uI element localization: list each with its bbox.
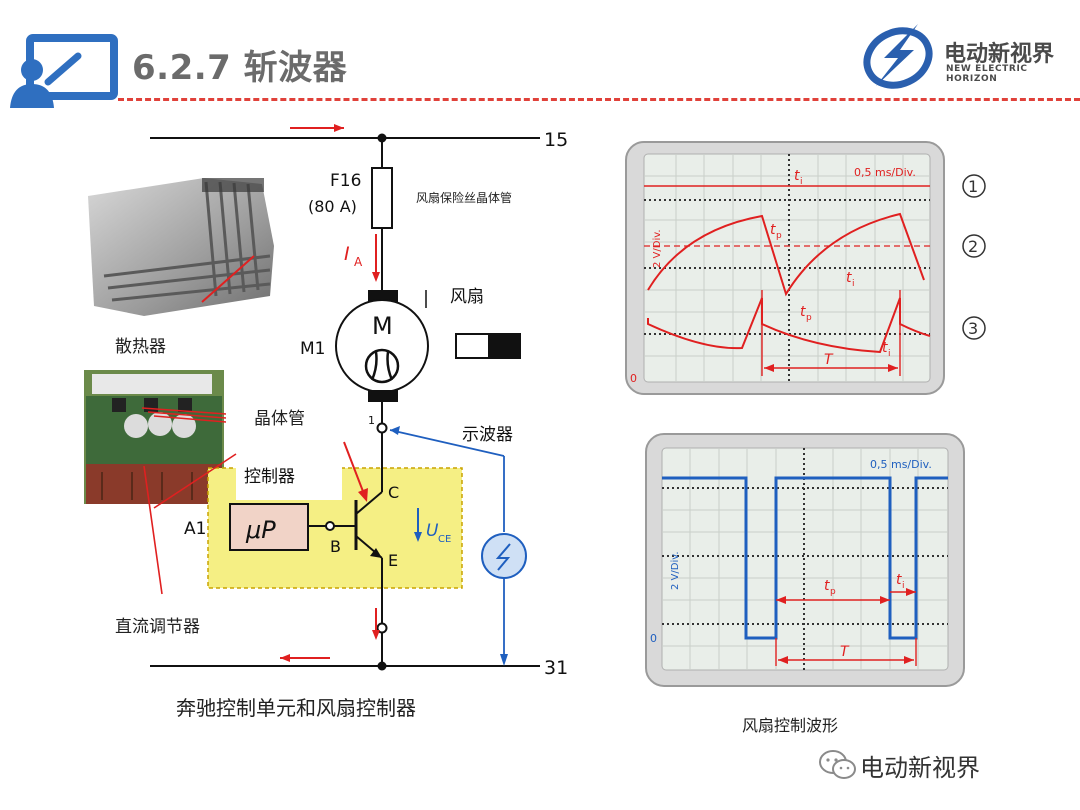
top-ti-3: t bbox=[882, 340, 888, 356]
fuse-symbol bbox=[371, 167, 393, 229]
terminal-15: 15 bbox=[544, 129, 568, 151]
marker-2: 2 bbox=[968, 237, 978, 256]
mcu-label: μP bbox=[245, 516, 276, 544]
presenter-icon bbox=[10, 34, 118, 108]
motor-symbol-letter: M bbox=[372, 312, 393, 340]
collector-label: C bbox=[388, 483, 399, 502]
left-caption: 奔驰控制单元和风扇控制器 bbox=[176, 696, 416, 720]
bottom-zero: 0 bbox=[650, 632, 657, 645]
brand-name-en: NEW ELECTRIC HORIZON bbox=[946, 64, 1028, 84]
heatsink-photo bbox=[88, 178, 274, 316]
fuse-note: 风扇保险丝晶体管 bbox=[416, 190, 512, 205]
controller-label-box bbox=[236, 450, 342, 500]
fuse-label: F16 bbox=[330, 171, 361, 191]
scope-label: 示波器 bbox=[462, 425, 513, 445]
bottom-ti: t bbox=[896, 572, 902, 588]
uce-label-sub: CE bbox=[438, 534, 451, 545]
uce-label: U bbox=[426, 521, 439, 541]
svg-text:p: p bbox=[776, 231, 782, 241]
top-ti-1: t bbox=[794, 168, 800, 184]
node-label: 1 bbox=[368, 414, 375, 427]
emitter-label: E bbox=[388, 551, 398, 570]
watermark-text: 电动新视界 bbox=[860, 754, 980, 782]
brand-logo-icon bbox=[863, 24, 933, 89]
current-label-sub: A bbox=[354, 255, 363, 269]
bottom-tp: t bbox=[824, 578, 830, 594]
svg-text:p: p bbox=[830, 587, 836, 597]
right-caption: 风扇控制波形 bbox=[742, 716, 839, 735]
marker-3: 3 bbox=[968, 319, 978, 338]
base-label: B bbox=[330, 537, 341, 556]
wechat-icon bbox=[819, 750, 856, 779]
header-divider bbox=[118, 98, 1080, 101]
svg-text:i: i bbox=[888, 349, 891, 359]
heatsink-label: 散热器 bbox=[115, 337, 166, 357]
current-label: I bbox=[344, 243, 350, 265]
terminal-31: 31 bbox=[544, 657, 568, 679]
oscilloscope-top: 1 2 3 0,5 ms/Div. 2 V/Div. 0 t i t p t i… bbox=[625, 141, 986, 395]
transistor-label: 晶体管 bbox=[254, 409, 305, 429]
motor-label: M1 bbox=[300, 339, 325, 359]
top-tp-1: t bbox=[770, 222, 776, 238]
controller-label: 控制器 bbox=[244, 467, 295, 487]
top-tp-2: t bbox=[800, 304, 806, 320]
top-scale: 0,5 ms/Div. bbox=[854, 166, 916, 179]
marker-1: 1 bbox=[968, 177, 978, 196]
top-zero: 0 bbox=[630, 372, 637, 385]
svg-text:i: i bbox=[852, 279, 855, 289]
fuse-rating: (80 A) bbox=[308, 197, 357, 216]
regulator-label: 直流调节器 bbox=[115, 617, 200, 637]
oscilloscope-symbol bbox=[481, 533, 527, 579]
svg-text:i: i bbox=[902, 581, 905, 591]
fan-label: 风扇 bbox=[450, 287, 484, 307]
top-vscale: 2 V/Div. bbox=[652, 229, 663, 268]
page-title: 6.2.7 斩波器 bbox=[132, 48, 348, 88]
svg-text:i: i bbox=[800, 177, 803, 187]
fan-circuit-diagram: 15 31 F16 (80 A) 风扇保险丝晶体管 I A M1 M 风扇 1 … bbox=[143, 124, 568, 679]
oscilloscope-bottom: 0,5 ms/Div. 2 V/Div. 0 t p t i T bbox=[645, 433, 965, 687]
microprocessor-block bbox=[229, 503, 309, 551]
top-period: T bbox=[824, 352, 834, 368]
controller-board-photo bbox=[84, 370, 226, 504]
svg-text:p: p bbox=[806, 313, 812, 323]
brand-name: 电动新视界 bbox=[944, 42, 1055, 67]
top-ti-2: t bbox=[846, 270, 852, 286]
bottom-scale: 0,5 ms/Div. bbox=[870, 458, 932, 471]
bottom-vscale: 2 V/Div. bbox=[670, 551, 681, 590]
bottom-period: T bbox=[840, 644, 850, 660]
module-label: A1 bbox=[184, 519, 206, 539]
